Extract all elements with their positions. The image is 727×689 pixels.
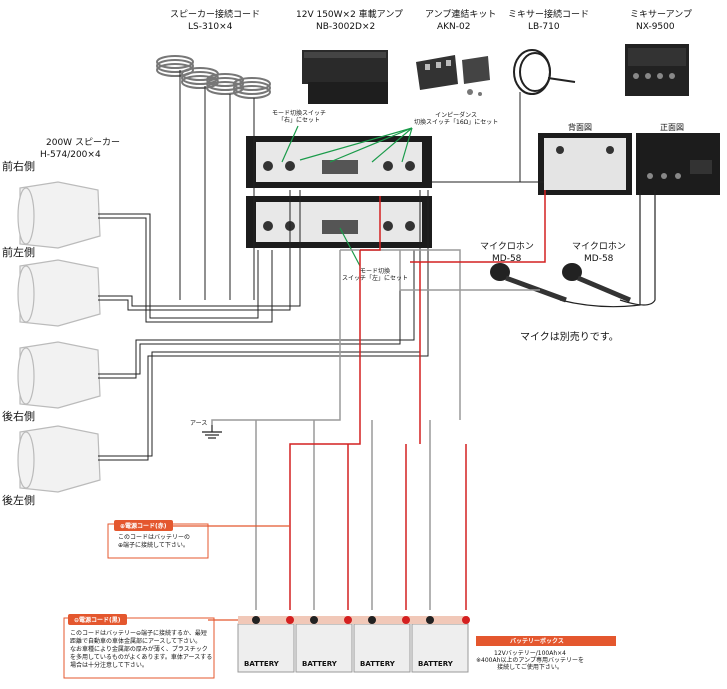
power-wires-positive <box>289 190 546 610</box>
mixer-front-panel <box>636 133 720 195</box>
mixer-amp-model: NX-9500 <box>636 22 675 32</box>
view-front-label: 正面図 <box>660 123 684 132</box>
amp-panel-lower <box>246 196 432 248</box>
negative-cord-body: このコードはバッテリー⊖端子に接続するか、最短 距離で自動車の車体金属部にアース… <box>70 630 213 669</box>
pos-rear-left: 後左側 <box>2 494 35 507</box>
pos-front-left: 前左側 <box>2 246 35 259</box>
earth-label: アース <box>190 420 208 427</box>
speaker-title: 200W スピーカー <box>46 138 120 148</box>
mic2-title: マイクロホン <box>572 242 626 252</box>
speaker-wires <box>98 190 429 461</box>
speaker-model: H-574/200×4 <box>40 150 101 160</box>
mixer-back-panel <box>538 133 632 195</box>
battery-label-1: BATTERY <box>244 660 279 668</box>
speaker-cord-model: LS-310×4 <box>188 22 233 32</box>
view-back-label: 背面図 <box>568 123 592 132</box>
mixer-cord-coil <box>513 49 576 95</box>
pos-rear-right: 後右側 <box>2 410 35 423</box>
cord-drops <box>179 70 544 300</box>
mic1-model: MD-58 <box>492 254 522 264</box>
amp-model: NB-3002D×2 <box>316 22 376 32</box>
mic1-title: マイクロホン <box>480 242 534 252</box>
mic-note: マイクは別売りです。 <box>520 332 619 343</box>
positive-cord-body: このコードはバッテリーの ⊕端子に接続して下さい。 <box>118 534 191 549</box>
battery-bank <box>237 616 470 673</box>
power-wires-negative <box>211 249 540 610</box>
mixer-amp-title: ミキサーアンプ <box>630 10 693 20</box>
battery-box-title: バッテリーボックス <box>510 638 564 645</box>
mixer-cord-title: ミキサー接続コード <box>508 10 590 20</box>
negative-cord-title: ⊖電源コード(黒) <box>68 614 127 625</box>
link-kit-image <box>416 55 490 96</box>
mixer-amp-image <box>625 44 689 96</box>
callout-mode-left: モード切換 スイッチ「左」にセット <box>342 268 409 282</box>
battery-label-4: BATTERY <box>418 660 453 668</box>
amp-panel-upper <box>246 136 432 188</box>
link-kit-model: AKN-02 <box>437 22 471 32</box>
amp-title: 12V 150W×2 車載アンプ <box>296 10 404 20</box>
mic-cables <box>559 190 656 308</box>
positive-cord-title: ⊕電源コード(赤) <box>114 520 173 531</box>
mixer-cord-model: LB-710 <box>528 22 560 32</box>
pos-front-right: 前右側 <box>2 160 35 173</box>
speaker-cord-coils <box>156 55 271 99</box>
speaker-cord-title: スピーカー接続コード <box>170 10 261 20</box>
callout-impedance: インピーダンス 切換スイッチ「16Ω」にセット <box>414 112 499 126</box>
speakers <box>17 181 101 493</box>
battery-label-3: BATTERY <box>360 660 395 668</box>
microphones <box>490 263 631 303</box>
link-kit-title: アンプ連結キット <box>425 10 497 20</box>
callout-mode-right: モード切換スイッチ 「右」にセット <box>272 110 327 124</box>
earth-symbol <box>202 425 222 439</box>
switch-callout-lines <box>281 125 413 267</box>
battery-label-2: BATTERY <box>302 660 337 668</box>
amp-product-image <box>302 50 388 104</box>
battery-box-body: 12Vバッテリー/100Ah×4 ※400Ah以上のアンプ専用バッテリーを 接続… <box>476 650 584 671</box>
mic2-model: MD-58 <box>584 254 614 264</box>
